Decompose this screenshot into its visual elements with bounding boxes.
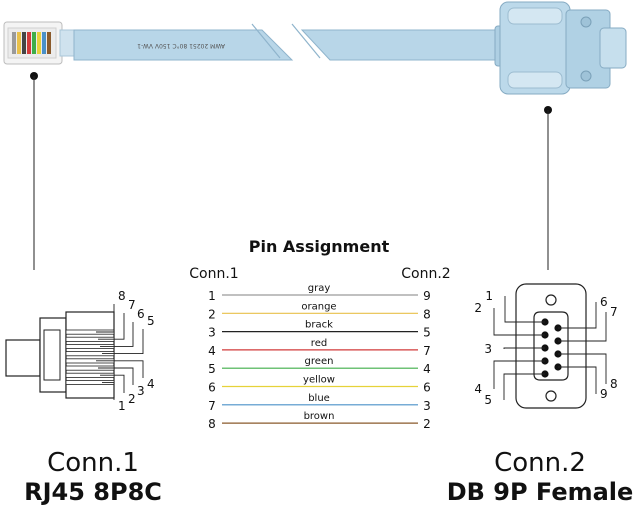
wire-color-name: red [311,338,327,349]
wire-right-pin: 9 [423,289,431,303]
rj45-leader-line [98,313,125,340]
db9-pin-leaders [493,296,607,400]
rj45-plug-contacts [12,32,51,54]
wire-left-pin: 3 [208,326,216,340]
wire-left-pin: 2 [208,307,216,321]
db9-pin-labels: 12 3 45 67 89 [474,289,617,407]
cable-print-text: AWM 20251 80°C 150V VW-1 [137,42,225,49]
wire-left-pin: 7 [208,399,216,413]
db9-pin-label: 8 [610,377,618,391]
cable-right-segment [300,29,501,61]
db9-leader-line [558,302,597,329]
wire-rows: 1 gray 9 2 orange 8 3 brack 5 4 red 7 5 green 4 6 yellow… [208,283,431,431]
wire-color-name: gray [308,283,331,294]
wire-left-pin: 6 [208,381,216,395]
rj45-pin-label: 3 [137,384,145,398]
wire-right-pin: 7 [423,344,431,358]
db9-pin-label: 6 [600,295,608,309]
pin-assignment-title: Pin Assignment [249,237,390,256]
rj45-pin-label: 8 [118,289,126,303]
db9-leader-line [558,366,597,394]
db9-pin-label: 4 [474,382,482,396]
db9-pin-diagram: 12 3 45 67 89 [474,283,618,409]
rj45-leader-line [102,329,144,355]
wire-right-pin: 8 [423,307,431,321]
conn2-label: Conn.2 [494,448,586,478]
rj45-leader-line [98,367,134,385]
db9-leader-line [493,308,545,336]
wire-row: 5 green 4 [208,356,431,376]
rj45-leader-line [96,304,115,333]
wire-left-pin: 4 [208,344,216,358]
wire-right-pin: 6 [423,381,431,395]
rj45-leader-line [100,374,125,393]
rj45-contact-fins [65,329,115,385]
wire-row: 3 brack 5 [208,320,431,340]
wire-right-pin: 5 [423,326,431,340]
conn2-type: DB 9P Female [446,478,634,506]
db9-leader-line [504,296,545,323]
rj45-leader-line [96,360,144,378]
wire-row: 4 red 7 [208,338,431,358]
wire-color-name: orange [301,301,336,312]
db9-leader-line [558,353,607,384]
wire-left-pin: 1 [208,289,216,303]
conn1-label: Conn.1 [47,448,139,478]
wire-right-pin: 2 [423,417,431,431]
rj45-pin-label: 1 [118,399,126,413]
db9-pin-label: 9 [600,387,608,401]
rj45-pin-label: 6 [137,307,145,321]
wire-row: 8 brown 2 [208,411,431,431]
cable-illustration: AWM 20251 80°C 150V VW-1 [3,1,627,95]
rj45-pin-label: 2 [128,392,136,406]
rj45-pin-label: 7 [128,298,136,312]
callout-leaders [30,72,552,270]
wire-left-pin: 5 [208,362,216,376]
rj45-leader-line [100,322,134,347]
db9-pin-label: 7 [610,305,618,319]
cable-left-segment [73,29,294,61]
pin-assignment-table: Pin Assignment Conn.1 Conn.2 1 gray 9 2 oran… [189,237,450,431]
conn1-type: RJ45 8P8C [24,478,162,506]
left-column-header: Conn.1 [189,266,238,282]
db9-pin-label: 1 [485,289,493,303]
wire-right-pin: 3 [423,399,431,413]
wire-color-name: yellow [303,375,335,386]
rj45-pin-label: 5 [147,314,155,328]
rj45-plug [3,21,75,65]
db9-leader-line [503,347,545,349]
wire-row: 2 orange 8 [208,301,431,321]
db9-leader-line [558,312,607,342]
wire-color-name: blue [308,393,330,404]
rj45-pin-label: 4 [147,377,155,391]
right-column-header: Conn.2 [401,266,450,282]
wire-row: 7 blue 3 [208,393,431,413]
wire-left-pin: 8 [208,417,216,431]
db9-pin-label: 3 [484,342,492,356]
db9-pin-label: 5 [484,393,492,407]
db9-connector [494,1,627,95]
wire-row: 6 yellow 6 [208,375,431,395]
wire-row: 1 gray 9 [208,283,431,303]
wire-color-name: brack [305,320,333,331]
wire-right-pin: 4 [423,362,431,376]
rj45-leader-line [102,381,115,400]
wire-color-name: brown [304,411,335,422]
db9-leader-line [503,373,545,400]
wire-color-name: green [305,356,334,367]
db9-pin-label: 2 [474,301,482,315]
rj45-pin-leaders [96,304,144,400]
db9-leader-line [493,360,545,389]
